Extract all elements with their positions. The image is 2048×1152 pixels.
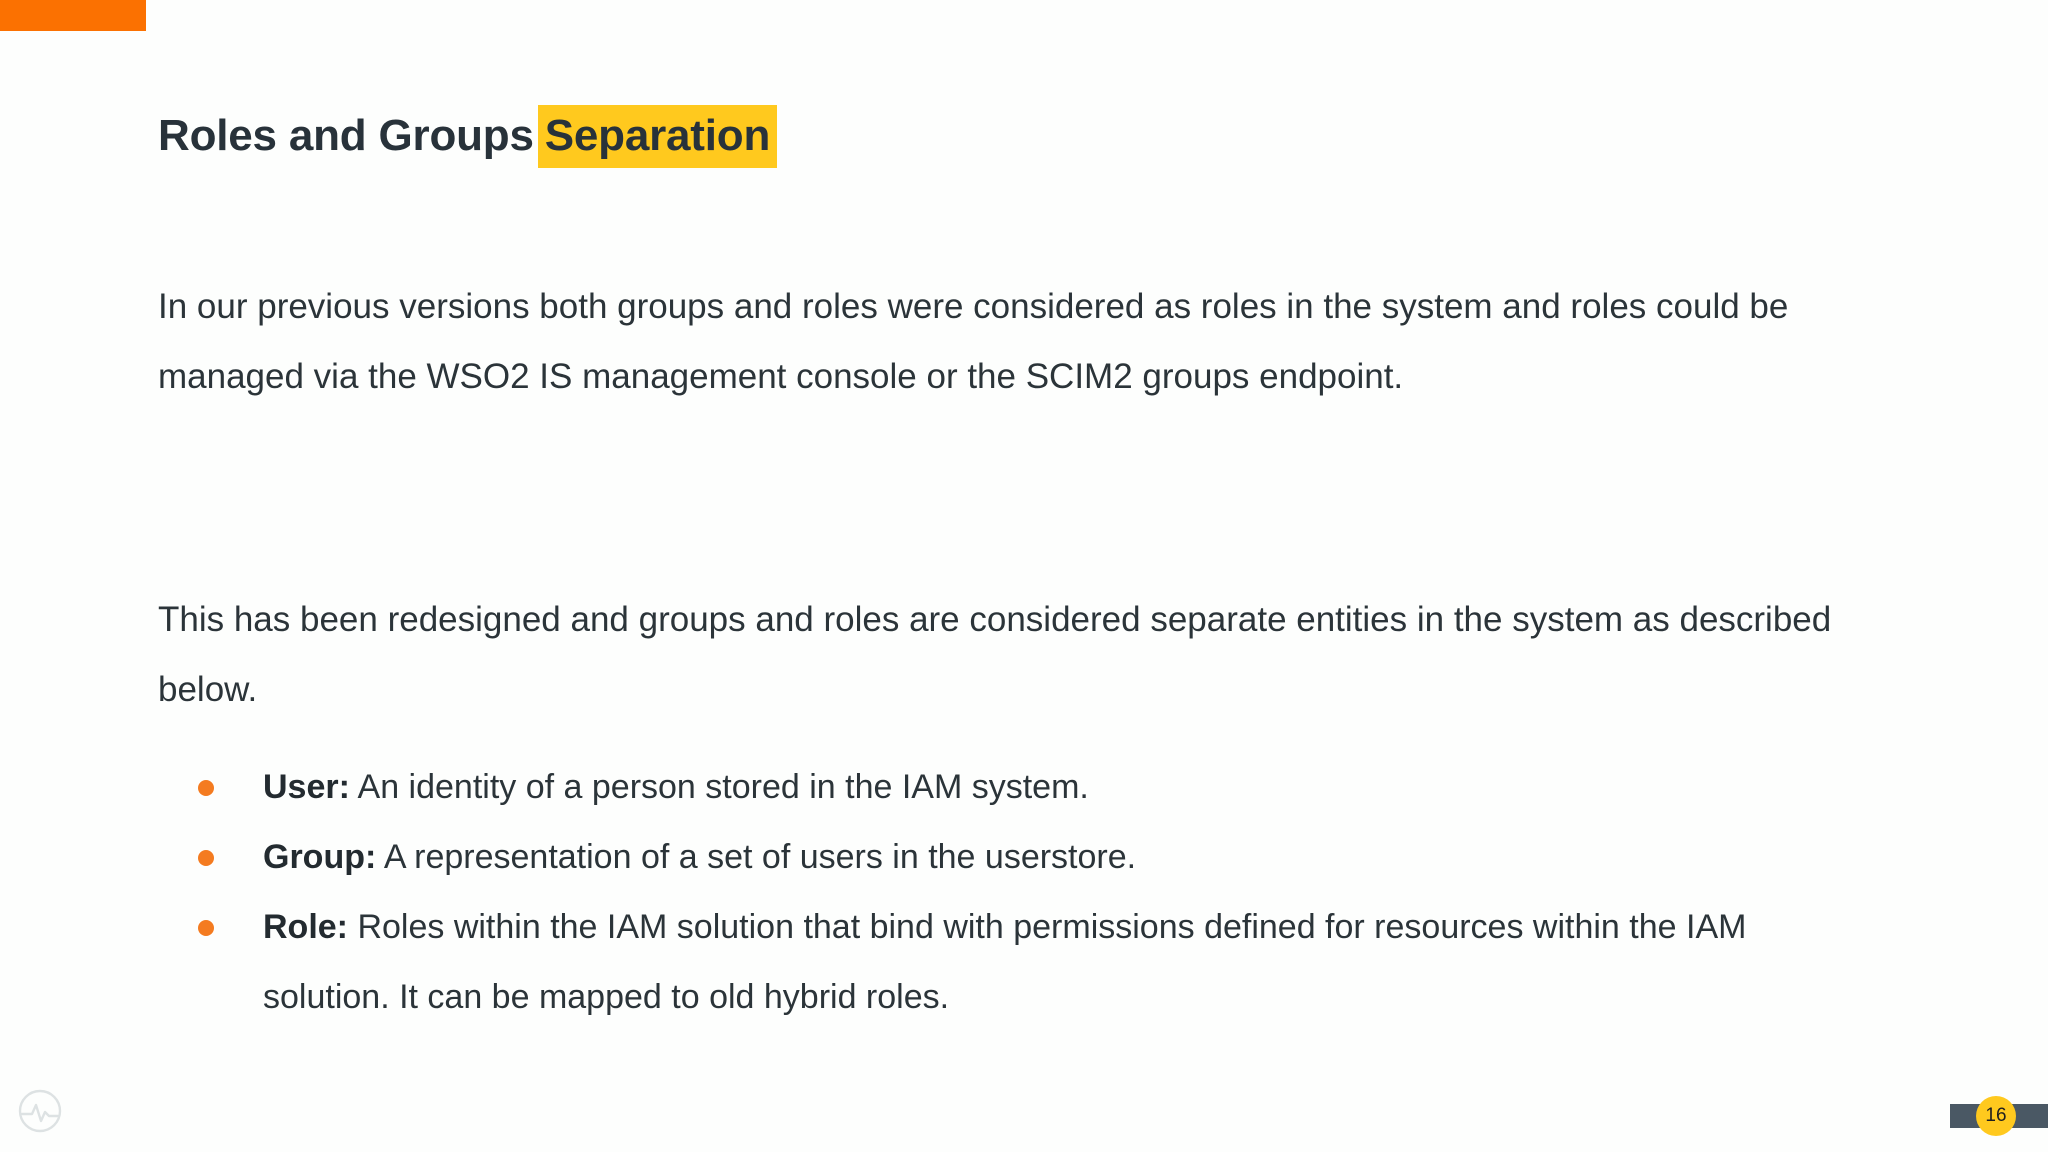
page-indicator: 16 xyxy=(1950,1096,2048,1136)
title-highlighted-text: Separation xyxy=(537,105,778,168)
definition-list: User: An identity of a person stored in … xyxy=(158,752,1858,1032)
paragraph-redesign: This has been redesigned and groups and … xyxy=(158,600,1832,709)
bullet-term-group: Group: xyxy=(263,838,377,876)
list-item: User: An identity of a person stored in … xyxy=(158,752,1858,822)
list-item: Group: A representation of a set of user… xyxy=(158,822,1858,892)
accent-bar xyxy=(0,0,146,31)
bullet-dot-icon xyxy=(198,850,214,866)
bullet-text-group: A representation of a set of users in th… xyxy=(383,838,1137,876)
bullet-term-role: Role: xyxy=(263,908,348,946)
wso2-waveform-logo-icon xyxy=(18,1089,62,1133)
page-number-badge: 16 xyxy=(1976,1096,2016,1136)
paragraph-intro: In our previous versions both groups and… xyxy=(158,287,1789,396)
bullet-text-user: An identity of a person stored in the IA… xyxy=(357,768,1089,806)
list-item: Role: Roles within the IAM solution that… xyxy=(158,892,1858,1032)
bullet-dot-icon xyxy=(198,780,214,796)
bullet-text-role: Roles within the IAM solution that bind … xyxy=(263,908,1747,1016)
title-plain-text: Roles and Groups xyxy=(158,111,534,160)
bullet-term-user: User: xyxy=(263,768,350,806)
bullet-dot-icon xyxy=(198,920,214,936)
